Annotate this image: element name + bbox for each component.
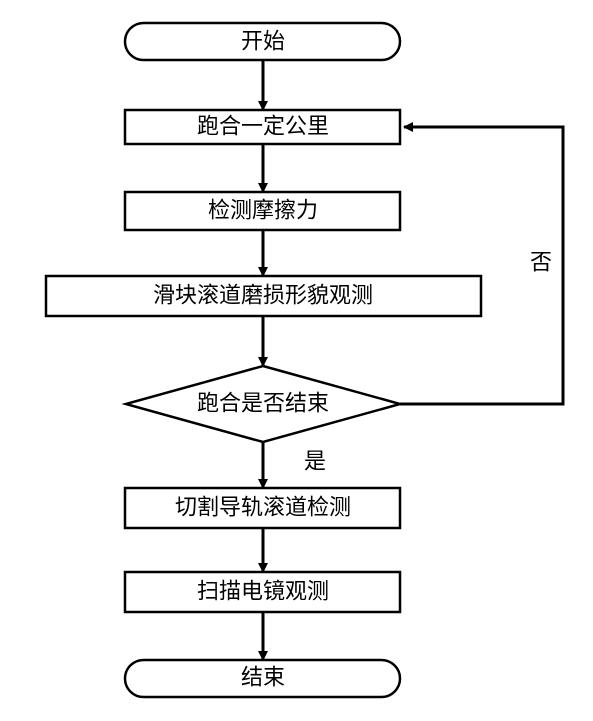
cut-process-box: [123, 486, 402, 530]
end-label: 结束: [241, 666, 285, 691]
end-terminal: [123, 658, 402, 699]
start-label: 开始: [241, 30, 285, 55]
decision-label: 跑合是否结束: [197, 392, 329, 417]
start-terminal: [123, 21, 402, 62]
run-process-box: [123, 108, 402, 146]
wear-process-label: 滑块滚道磨损形貌观测: [153, 284, 373, 309]
sem-process-box: [123, 570, 402, 614]
yes-label: 是: [304, 450, 326, 475]
cut-process-label: 切割导轨滚道检测: [175, 496, 351, 521]
decision-diamond: [121, 364, 405, 444]
friction-process-label: 检测摩擦力: [208, 199, 318, 224]
connectors: [258, 60, 565, 661]
no-label: 否: [530, 251, 552, 276]
sem-process-label: 扫描电镜观测: [197, 580, 329, 605]
wear-process-box: [44, 274, 483, 318]
arrow-decision-no-loop: [400, 122, 565, 406]
friction-process-box: [123, 190, 402, 232]
run-process-label: 跑合一定公里: [197, 115, 329, 140]
